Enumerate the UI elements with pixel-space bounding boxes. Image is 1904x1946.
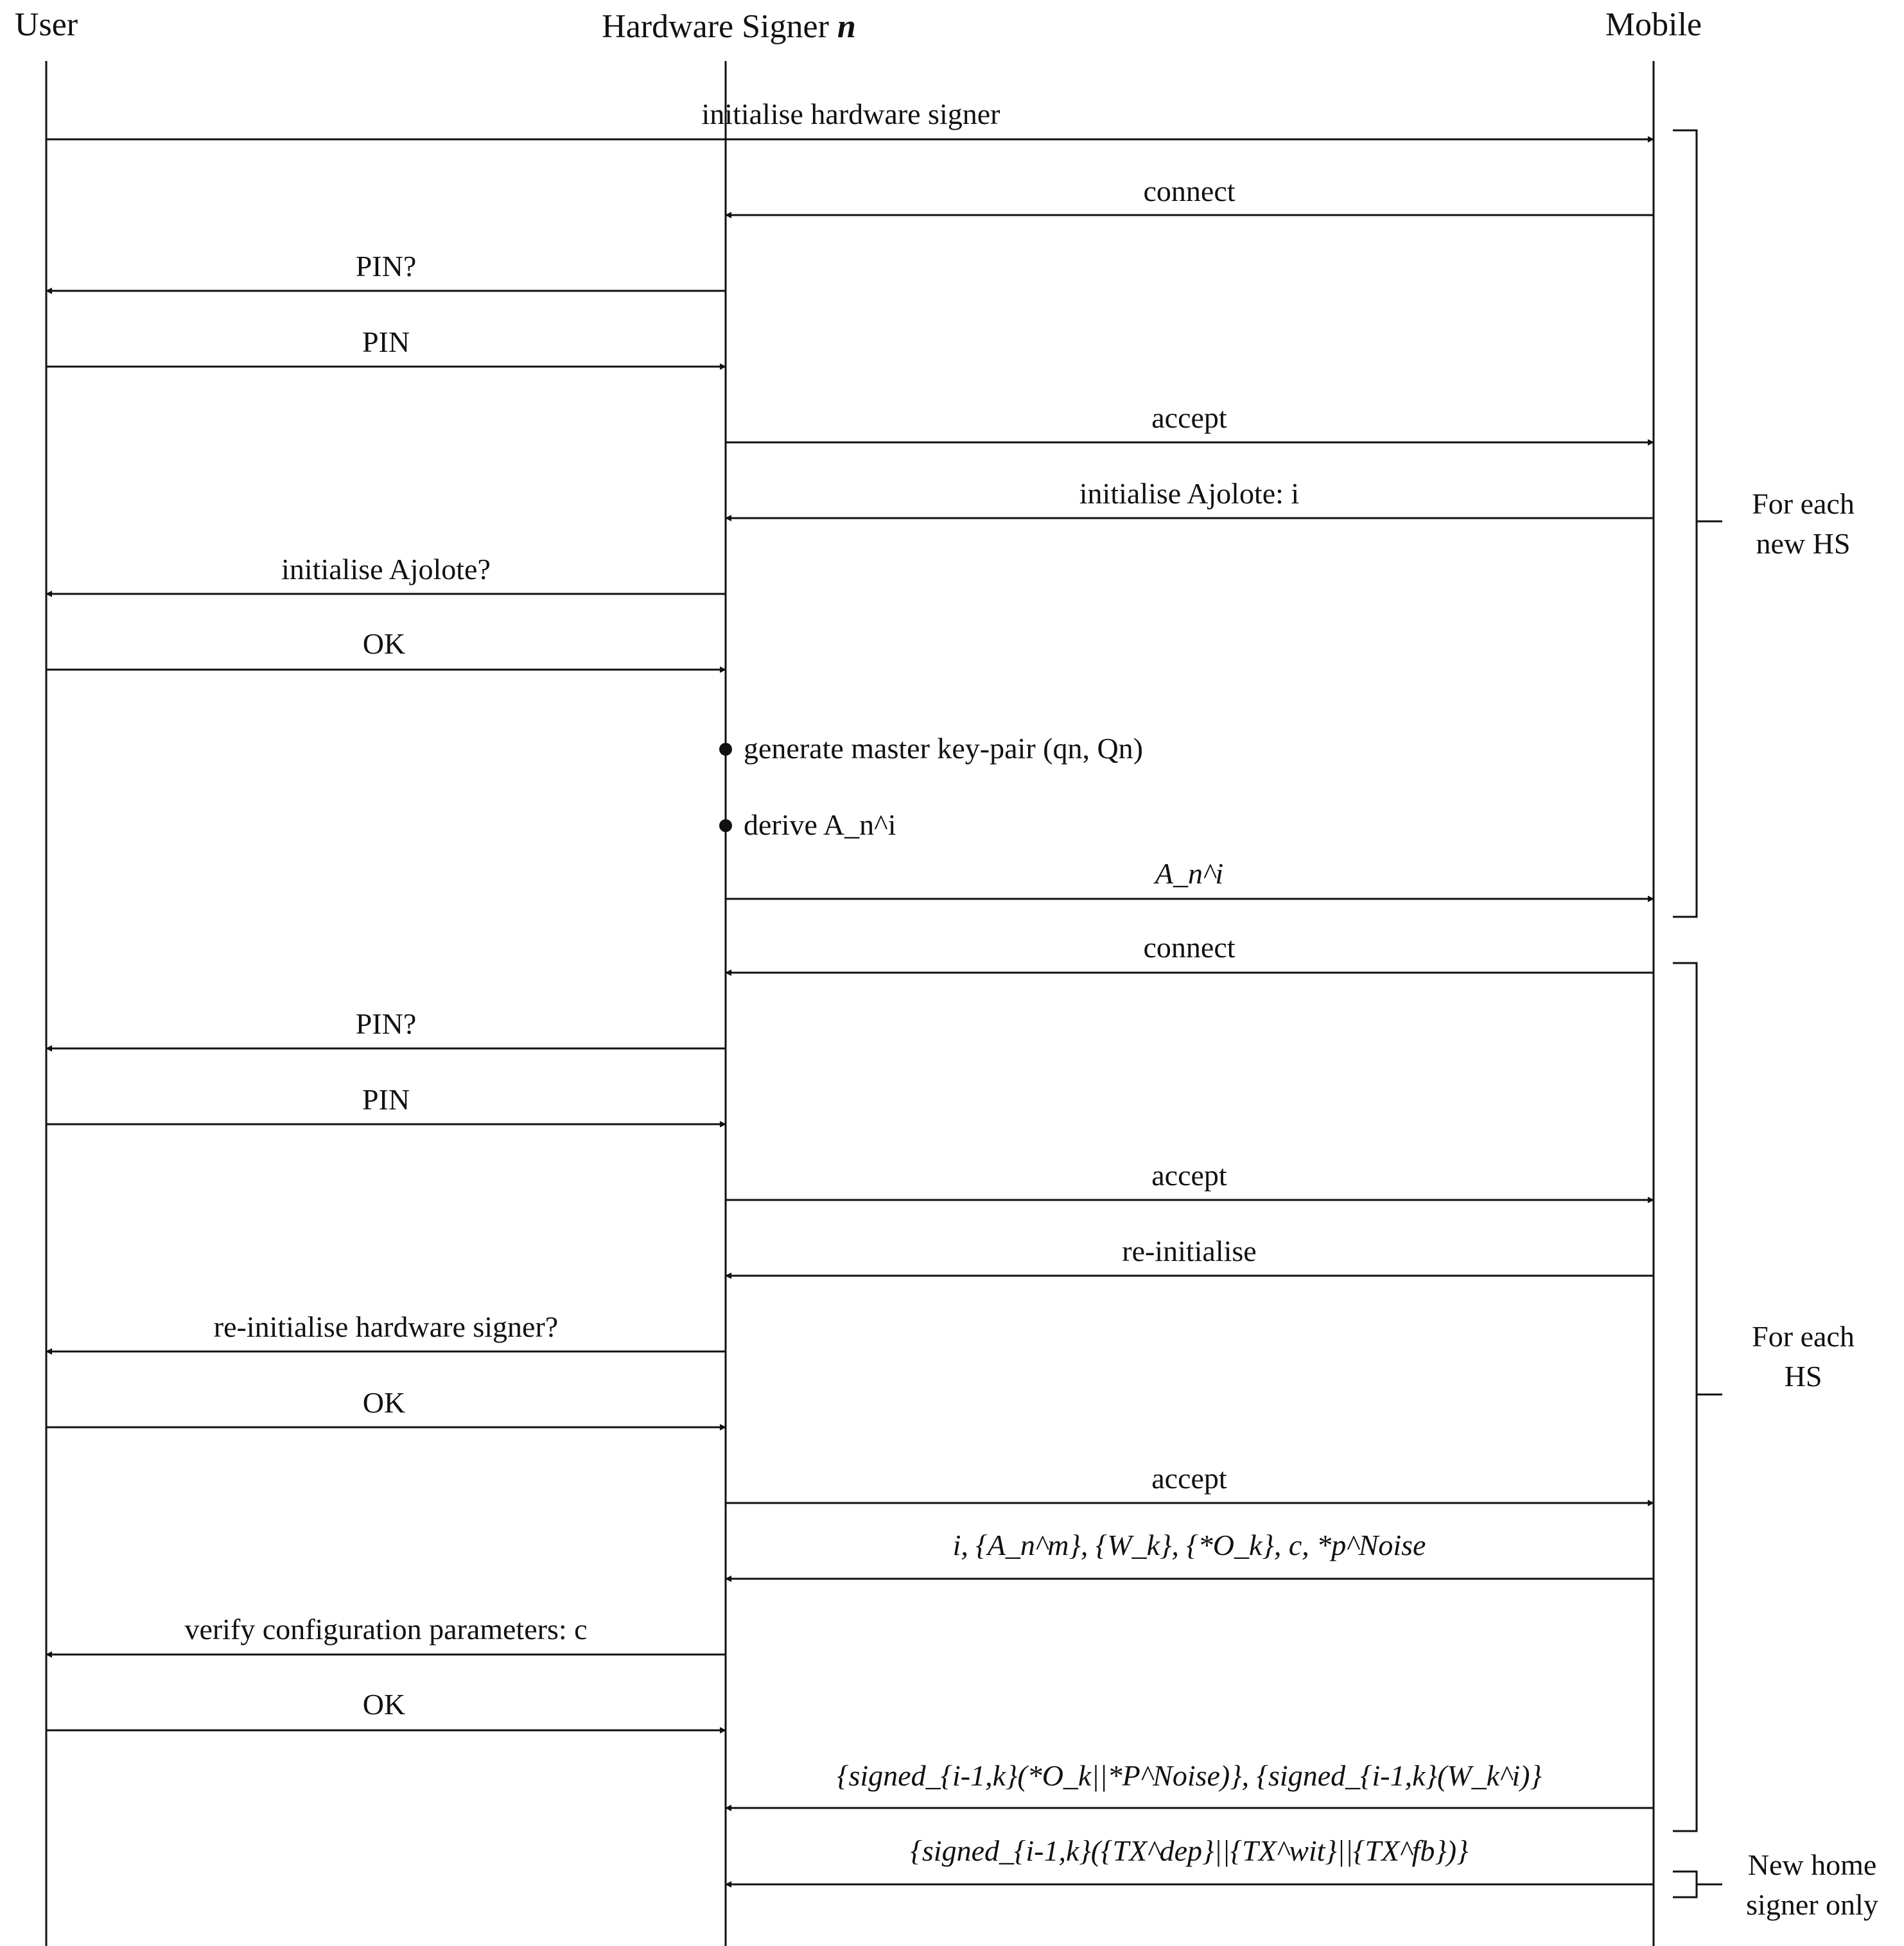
actor-mobile: Mobile: [1605, 6, 1702, 43]
actor-user: User: [15, 6, 78, 43]
self-action-label-1: generate master key-pair (qn, Qn): [744, 732, 1143, 765]
message-label-13: PIN?: [356, 1007, 417, 1040]
self-action-dot-2: [719, 819, 732, 832]
bracket-label-2-line-2: HS: [1785, 1360, 1822, 1393]
message-label-21: verify configuration parameters: c: [184, 1613, 587, 1646]
message-label-6: initialise Ajolote: i: [1079, 477, 1299, 510]
message-label-19: accept: [1151, 1462, 1227, 1495]
bracket-label-1-line-2: new HS: [1756, 527, 1851, 560]
message-label-7: initialise Ajolote?: [281, 553, 491, 586]
message-label-20: i, {A_n^m}, {W_k}, {*O_k}, c, *p^Noise: [953, 1529, 1426, 1561]
message-label-12: connect: [1143, 931, 1235, 964]
bracket-label-2-line-1: For each: [1752, 1320, 1855, 1353]
message-label-22: OK: [363, 1688, 405, 1721]
message-label-5: accept: [1151, 401, 1227, 434]
message-label-14: PIN: [362, 1083, 410, 1116]
message-label-11: A_n^i: [1153, 857, 1223, 890]
bracket-new-home-signer-only: [1673, 1870, 1722, 1898]
bracket-label-1-line-1: For each: [1752, 487, 1855, 520]
message-label-8: OK: [363, 627, 405, 660]
message-label-4: PIN: [362, 326, 410, 358]
bracket-for-each-hs: [1673, 962, 1722, 1832]
bracket-label-3-line-1: New home: [1748, 1848, 1877, 1881]
message-label-24: {signed_{i-1,k}({TX^dep}||{TX^wit}||{TX^…: [911, 1834, 1469, 1867]
message-label-3: PIN?: [356, 250, 417, 282]
self-action-dot-1: [719, 743, 732, 756]
message-label-16: re-initialise: [1122, 1235, 1256, 1267]
message-label-18: OK: [363, 1386, 405, 1419]
message-label-1: initialise hardware signer: [702, 98, 1000, 130]
message-label-15: accept: [1151, 1159, 1227, 1192]
self-action-label-2: derive A_n^i: [744, 808, 896, 841]
message-label-2: connect: [1143, 175, 1235, 207]
message-label-17: re-initialise hardware signer?: [214, 1310, 558, 1343]
message-label-23: {signed_{i-1,k}(*O_k||*P^Noise)}, {signe…: [837, 1759, 1542, 1792]
bracket-for-each-new-hs: [1673, 129, 1722, 918]
bracket-label-3-line-2: signer only: [1746, 1888, 1878, 1921]
actor-hardware-signer: Hardware Signer n: [602, 8, 856, 45]
